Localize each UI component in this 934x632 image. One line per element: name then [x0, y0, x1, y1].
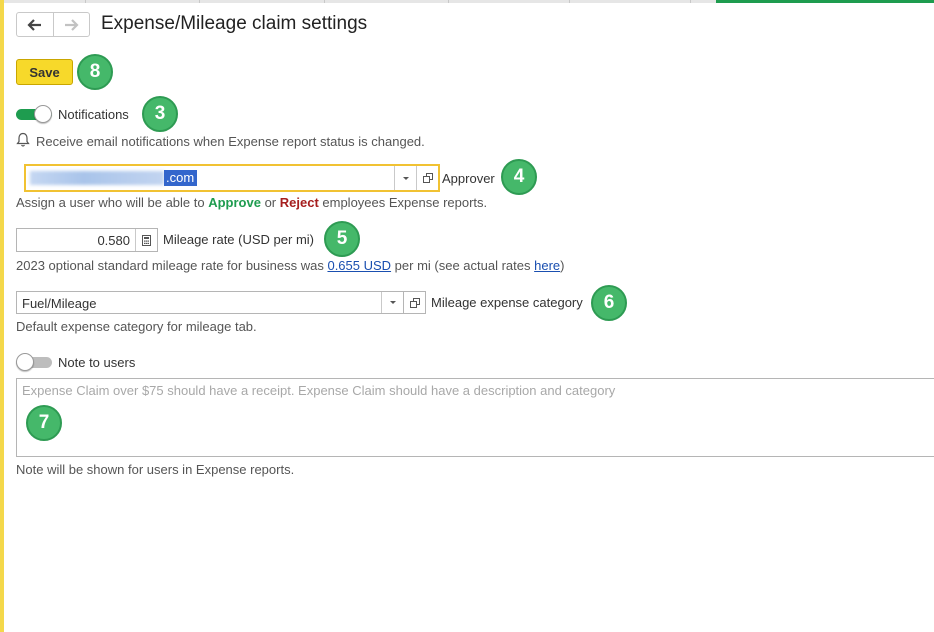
step-badge-3: 3	[142, 96, 178, 132]
mileage-rate-input[interactable]: 0.580	[16, 228, 158, 252]
approver-dropdown-button[interactable]	[394, 166, 416, 190]
chevron-down-icon	[402, 176, 409, 180]
history-nav	[16, 12, 90, 37]
redacted-email	[30, 171, 164, 185]
notifications-toggle[interactable]	[16, 105, 52, 123]
category-open-button[interactable]	[404, 291, 426, 314]
step-badge-4: 4	[501, 159, 537, 195]
approver-combobox[interactable]: .com	[24, 164, 440, 192]
category-hint: Default expense category for mileage tab…	[16, 319, 257, 334]
notifications-hint: Receive email notifications when Expense…	[36, 134, 425, 149]
note-textarea[interactable]: Expense Claim over $75 should have a rec…	[16, 378, 934, 457]
here-link[interactable]: here	[534, 258, 561, 273]
mileage-category-label: Mileage expense category	[431, 295, 583, 310]
approver-hint: Assign a user who will be able to Approv…	[16, 195, 488, 210]
note-hint: Note will be shown for users in Expense …	[16, 462, 295, 477]
approver-email-domain: .com	[164, 170, 198, 186]
category-dropdown-button[interactable]	[381, 292, 403, 313]
arrow-right-icon	[65, 18, 79, 31]
left-edge-accent	[0, 0, 4, 632]
note-to-users-toggle[interactable]	[16, 353, 52, 371]
save-button[interactable]: Save	[16, 59, 73, 85]
page-title: Expense/Mileage claim settings	[101, 13, 368, 34]
approver-open-button[interactable]	[416, 166, 438, 190]
mileage-category-combobox[interactable]: Fuel/Mileage	[16, 291, 404, 314]
arrow-left-icon	[27, 18, 41, 31]
rate-link[interactable]: 0.655 USD	[327, 258, 392, 273]
back-button[interactable]	[17, 13, 53, 36]
mileage-hint: 2023 optional standard mileage rate for …	[16, 258, 565, 273]
mileage-category-value: Fuel/Mileage	[22, 296, 97, 311]
note-placeholder: Expense Claim over $75 should have a rec…	[22, 383, 616, 398]
notifications-label: Notifications	[58, 107, 129, 122]
forward-button[interactable]	[52, 13, 90, 36]
chevron-down-icon	[389, 301, 396, 304]
calculator-icon	[142, 234, 151, 246]
open-window-icon	[422, 173, 433, 183]
reject-word: Reject	[279, 195, 319, 210]
step-badge-8: 8	[77, 54, 113, 90]
step-badge-6: 6	[591, 285, 627, 321]
step-badge-5: 5	[324, 221, 360, 257]
approver-label: Approver	[442, 171, 495, 186]
toggle-knob	[34, 105, 52, 123]
approver-input[interactable]: .com	[30, 170, 398, 186]
mileage-rate-value: 0.580	[97, 233, 130, 248]
note-to-users-label: Note to users	[58, 355, 136, 370]
mileage-rate-label: Mileage rate (USD per mi)	[163, 232, 314, 247]
toggle-track	[16, 357, 52, 368]
top-tab-strip	[4, 0, 934, 3]
approve-word: Approve	[208, 195, 261, 210]
calculator-button[interactable]	[135, 229, 157, 251]
step-badge-7: 7	[26, 405, 62, 441]
toggle-knob	[16, 353, 34, 371]
bell-icon	[16, 132, 30, 147]
open-window-icon	[409, 297, 420, 308]
active-tab-indicator	[716, 0, 934, 3]
